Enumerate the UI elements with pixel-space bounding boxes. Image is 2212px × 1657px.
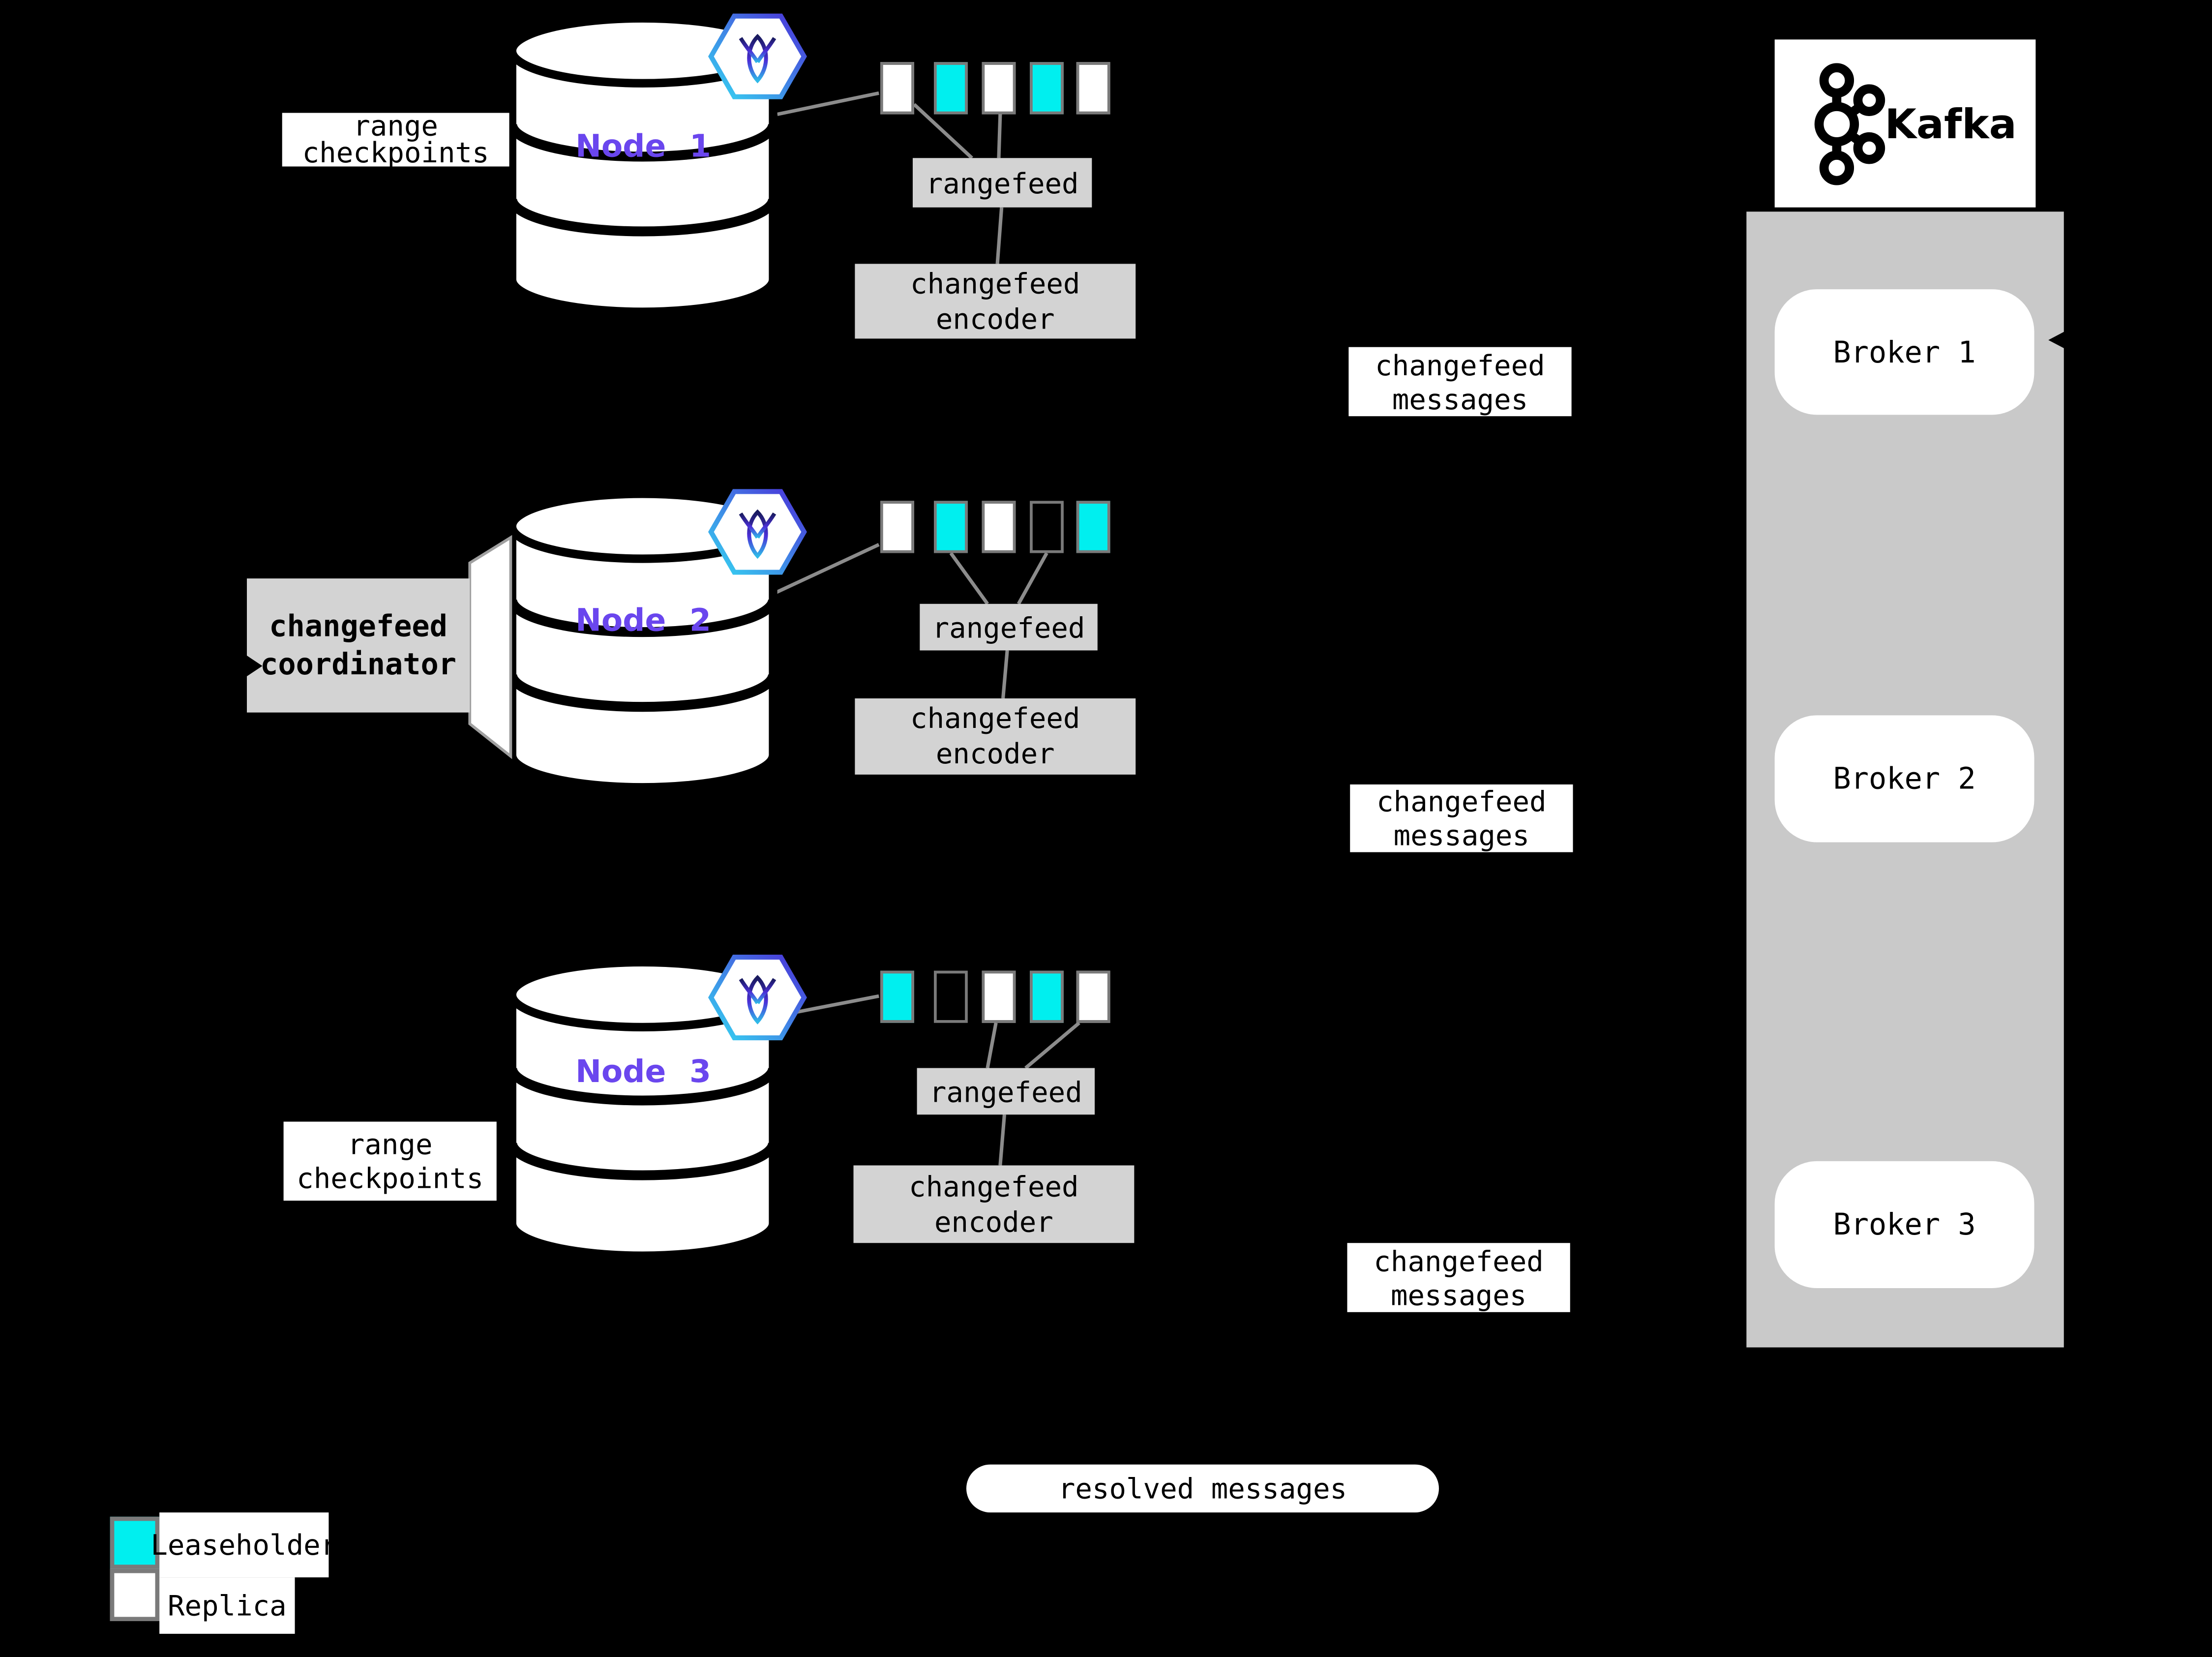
cockroachdb-icon — [708, 489, 807, 575]
changefeed-coordinator-label: changefeed coordinator — [247, 578, 470, 713]
node1-range-5 — [1076, 62, 1110, 115]
encoder-line2: encoder — [935, 301, 1055, 335]
messages-line1: changefeed — [1375, 348, 1545, 382]
kafka-logo-box — [1774, 39, 2036, 208]
line-range4-to-rangefeed2 — [1016, 552, 1048, 605]
node2-range-5 — [1076, 501, 1110, 553]
node2-rangefeed-box: rangefeed — [920, 603, 1098, 651]
line-cylinder2-to-range — [775, 543, 880, 595]
node1-changefeed-messages-label: changefeed messages — [1348, 347, 1572, 417]
encoder-line1: changefeed — [909, 1169, 1079, 1203]
node3-label: Node 3 — [575, 1055, 711, 1091]
node2-label: Node 2 — [575, 603, 711, 639]
messages-line2: messages — [1390, 1277, 1527, 1312]
messages-line2: messages — [1392, 381, 1528, 416]
node3-changefeed-encoder-box: changefeed encoder — [853, 1165, 1135, 1243]
encoder-line1: changefeed — [910, 266, 1080, 300]
messages-line1: changefeed — [1376, 784, 1547, 818]
coordinator-line1: changefeed — [269, 608, 448, 643]
node3-rangefeed-box: rangefeed — [917, 1068, 1095, 1115]
kafka-broker-1: Broker 1 — [1774, 289, 2034, 415]
node1-range-3 — [982, 62, 1016, 115]
connector-lines-node2 — [775, 543, 1048, 699]
node1-changefeed-encoder-box: changefeed encoder — [855, 264, 1136, 339]
line-cylinder1-to-range — [777, 91, 879, 116]
node3-database-cylinder — [507, 958, 778, 1260]
range-checkpoints-line1: range — [347, 1127, 433, 1161]
range-checkpoints-line2: checkpoints — [297, 1161, 484, 1195]
legend-replica-swatch — [110, 1568, 160, 1622]
range-checkpoints-line2: checkpoints — [302, 135, 489, 167]
node3-range-4 — [1030, 970, 1064, 1023]
node3-range-1 — [880, 970, 914, 1023]
cockroachdb-icon — [708, 13, 807, 99]
node1-database-cylinder — [507, 14, 778, 316]
node2-changefeed-messages-label: changefeed messages — [1350, 784, 1573, 852]
line-range3-to-rangefeed1 — [997, 114, 1002, 158]
connector-lines-node1 — [777, 91, 1004, 264]
node1-rangefeed-box: rangefeed — [912, 158, 1092, 208]
range-checkpoints-label-bottom: range checkpoints — [283, 1121, 497, 1201]
line-rangefeed3-to-encoder3 — [998, 1114, 1007, 1166]
node3-range-2 — [934, 970, 968, 1023]
legend-replica-label: Replica — [159, 1577, 295, 1634]
range-checkpoints-label-top: range checkpoints — [282, 113, 509, 167]
legend-leaseholder-label: Leaseholder — [150, 1512, 337, 1578]
line-range5-to-rangefeed3 — [1024, 1021, 1080, 1070]
encoder-line1: changefeed — [910, 701, 1080, 735]
cockroachdb-icon — [708, 955, 807, 1041]
node2-range-1 — [880, 501, 914, 553]
encoder-line2: encoder — [934, 1204, 1053, 1238]
line-range1-to-rangefeed1 — [913, 103, 973, 159]
resolved-messages-label: resolved messages — [966, 1464, 1439, 1513]
kafka-title: Kafka — [1884, 100, 2017, 149]
node2-range-2 — [934, 501, 968, 553]
kafka-logo-icon — [1814, 63, 1885, 185]
line-rangefeed1-to-encoder1 — [995, 207, 1004, 264]
node1-range-1 — [880, 62, 914, 115]
coordinator-callout-flap — [468, 535, 512, 759]
node1-label: Node 1 — [575, 129, 711, 165]
messages-line1: changefeed — [1374, 1243, 1544, 1278]
encoder-line2: encoder — [935, 736, 1055, 771]
messages-line2: messages — [1393, 818, 1530, 852]
node3-range-3 — [982, 970, 1016, 1023]
kafka-broker-2: Broker 2 — [1774, 715, 2034, 843]
legend-leaseholder-swatch — [110, 1516, 160, 1569]
node1-range-2 — [934, 62, 968, 115]
coordinator-line2: coordinator — [260, 647, 457, 681]
node1-range-4 — [1030, 62, 1064, 115]
line-rangefeed2-to-encoder2 — [1001, 650, 1009, 699]
node3-range-5 — [1076, 970, 1110, 1023]
node3-changefeed-messages-label: changefeed messages — [1347, 1243, 1570, 1312]
line-range2-to-rangefeed2 — [949, 552, 989, 605]
range-checkpoints-line1: range — [353, 113, 439, 143]
line-range3-to-rangefeed3 — [986, 1023, 998, 1069]
node2-range-4 — [1030, 501, 1064, 553]
kafka-broker-3: Broker 3 — [1774, 1161, 2034, 1289]
node2-range-3 — [982, 501, 1016, 553]
node2-changefeed-encoder-box: changefeed encoder — [855, 698, 1136, 775]
